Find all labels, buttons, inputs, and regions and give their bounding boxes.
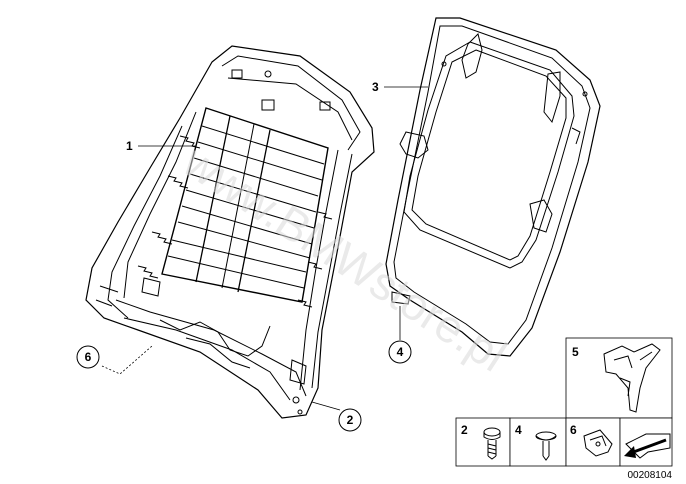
callout-3: 3 bbox=[372, 80, 379, 94]
svg-text:4: 4 bbox=[397, 345, 404, 359]
callout-2: 2 bbox=[338, 408, 362, 432]
push-rivet-icon bbox=[535, 431, 557, 461]
backrest-rear-panel bbox=[385, 17, 601, 357]
suspension-mat bbox=[137, 107, 333, 308]
leader-lines bbox=[101, 86, 428, 411]
diagram-code: 00208104 bbox=[628, 470, 673, 481]
parts-table: 5 2 4 6 bbox=[455, 337, 673, 467]
part-label-6: 6 bbox=[570, 423, 577, 437]
part-cell-2 bbox=[455, 417, 511, 467]
callout-6: 6 bbox=[76, 345, 100, 369]
direction-arrow-icon bbox=[624, 433, 671, 459]
watermark: www.BMWstore.pl bbox=[174, 134, 516, 381]
svg-text:2: 2 bbox=[347, 413, 354, 427]
part-cell-6 bbox=[565, 417, 621, 467]
callout-1: 1 bbox=[126, 139, 133, 153]
clip-icon bbox=[583, 429, 613, 457]
svg-text:6: 6 bbox=[85, 350, 92, 364]
hook-clip-icon bbox=[603, 343, 661, 413]
screw-icon bbox=[483, 427, 501, 460]
part-label-5: 5 bbox=[572, 345, 579, 359]
part-label-4: 4 bbox=[515, 423, 522, 437]
seat-backrest-frame bbox=[85, 45, 375, 419]
part-cell-4 bbox=[509, 417, 567, 467]
part-label-2: 2 bbox=[461, 423, 468, 437]
callout-4: 4 bbox=[388, 340, 412, 364]
